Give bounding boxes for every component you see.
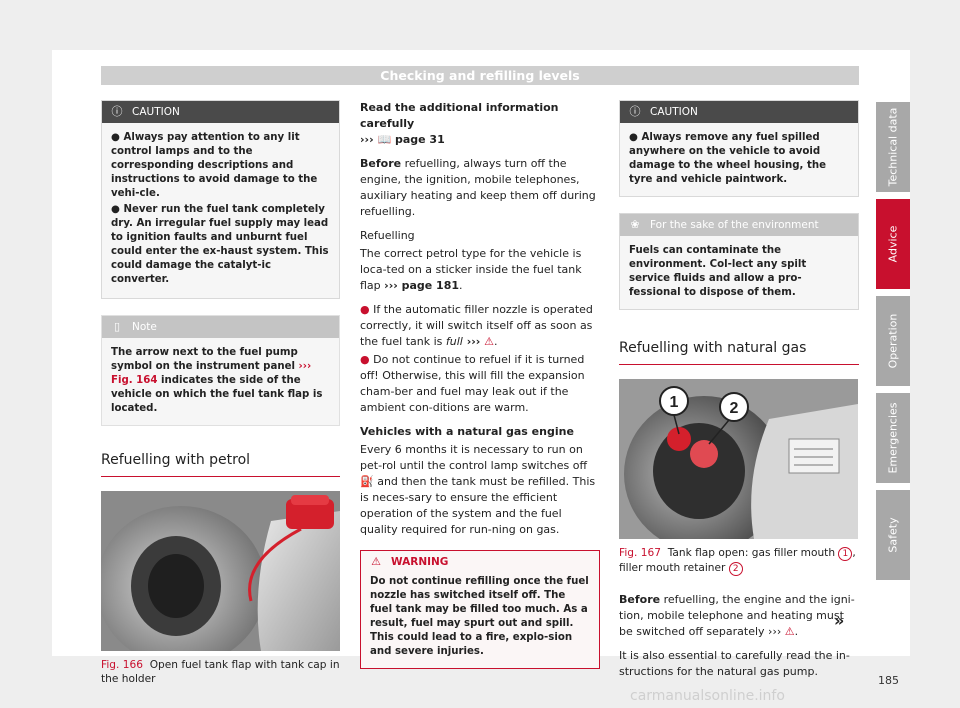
bullet-item: ● If the automatic filler nozzle is oper…	[360, 303, 593, 348]
bullet-item: ● Do not continue to refuel if it is tur…	[360, 353, 585, 414]
tab-advice[interactable]: Advice	[876, 199, 910, 289]
before-paragraph: Before refuelling, the engine and the ig…	[619, 593, 855, 638]
environment-header: ❀ For the sake of the environment	[620, 214, 858, 236]
caution-icon: ⓘ	[629, 105, 641, 118]
column-left: ⓘ CAUTION ● Always pay attention to any …	[101, 100, 340, 686]
warning-label: WARNING	[391, 556, 449, 568]
note-body: The arrow next to the fuel pump symbol o…	[111, 347, 323, 414]
page-link-181[interactable]: ››› page 181	[384, 279, 460, 292]
side-tabs: Technical data Advice Operation Emergenc…	[876, 102, 910, 587]
callout-2: 2	[730, 400, 739, 417]
column-middle: Read the additional information carefull…	[360, 100, 600, 685]
figure-167: 1 2 Fig. 167 Tank flap open: gas filler …	[619, 379, 859, 576]
warning-body: Do not continue refilling once the fuel …	[370, 576, 589, 657]
caution-icon: ⓘ	[111, 105, 123, 118]
tab-emergencies[interactable]: Emergencies	[876, 393, 910, 483]
note-header: ▯ Note	[102, 316, 339, 338]
intro-paragraph: Read the additional information carefull…	[360, 101, 559, 146]
also-paragraph: It is also essential to carefully read t…	[619, 649, 850, 678]
caution-label: CAUTION	[650, 106, 698, 118]
control-lamp-icon: ⛽	[360, 475, 374, 488]
figure-caption: Fig. 166 Open fuel tank flap with tank c…	[101, 659, 340, 685]
column-right: ⓘ CAUTION ● Always remove any fuel spill…	[619, 100, 859, 688]
fuel-flap-illustration	[101, 491, 340, 651]
caution-label: CAUTION	[132, 106, 180, 118]
warning-icon: ⚠	[784, 625, 795, 638]
figure-166: Fig. 166 Open fuel tank flap with tank c…	[101, 491, 340, 686]
figure-link[interactable]: ››› Fig. 164	[111, 361, 312, 386]
figure-image: 1 2	[619, 379, 858, 539]
book-icon: 📖	[377, 133, 392, 146]
figure-caption: Fig. 167 Tank flap open: gas filler mout…	[619, 547, 856, 576]
tab-technical-data[interactable]: Technical data	[876, 102, 910, 192]
gas-paragraph: Every 6 months it is necessary to run on…	[360, 443, 596, 536]
warning-header: ⚠ WARNING	[361, 551, 599, 573]
note-label: Note	[132, 321, 157, 333]
watermark: carmanualsonline.info	[630, 688, 785, 704]
caution-box: ⓘ CAUTION ● Always pay attention to any …	[101, 100, 340, 299]
section-title-petrol: Refuelling with petrol	[101, 452, 340, 477]
page-link[interactable]: page 31	[391, 133, 445, 146]
note-box: ▯ Note The arrow next to the fuel pump s…	[101, 315, 340, 426]
caution-body: ● Always remove any fuel spilled anywher…	[629, 132, 826, 185]
tab-safety[interactable]: Safety	[876, 490, 910, 580]
refuelling-heading: Refuelling	[360, 229, 415, 242]
warning-icon: ⚠	[484, 335, 494, 348]
before-paragraph: Before refuelling, always turn off the e…	[360, 157, 596, 218]
page-number: 185	[878, 674, 899, 687]
caution-bullet: ● Always pay attention to any lit contro…	[111, 132, 318, 199]
environment-body: Fuels can contaminate the environment. C…	[629, 245, 807, 298]
callout-1: 1	[670, 394, 679, 411]
caution-header: ⓘ CAUTION	[620, 101, 858, 123]
environment-box: ❀ For the sake of the environment Fuels …	[619, 213, 859, 310]
caution-body: ● Always pay attention to any lit contro…	[102, 123, 339, 298]
caution-header: ⓘ CAUTION	[102, 101, 339, 123]
refuelling-paragraph: The correct petrol type for the vehicle …	[360, 247, 582, 292]
caution-bullet: ● Never run the fuel tank completely dry…	[111, 204, 329, 285]
section-title-gas: Refuelling with natural gas	[619, 340, 859, 365]
gas-filler-illustration: 1 2	[619, 379, 858, 539]
figure-image	[101, 491, 340, 651]
note-icon: ▯	[113, 320, 121, 333]
warning-icon: ⚠	[371, 555, 381, 568]
page-header: Checking and refilling levels	[101, 66, 859, 85]
environment-label: For the sake of the environment	[650, 219, 819, 231]
caution-box: ⓘ CAUTION ● Always remove any fuel spill…	[619, 100, 859, 197]
leaf-icon: ❀	[630, 218, 640, 231]
continue-marker: »	[834, 611, 845, 630]
tab-operation[interactable]: Operation	[876, 296, 910, 386]
gas-heading: Vehicles with a natural gas engine	[360, 425, 574, 438]
warning-box: ⚠ WARNING Do not continue refilling once…	[360, 550, 600, 669]
